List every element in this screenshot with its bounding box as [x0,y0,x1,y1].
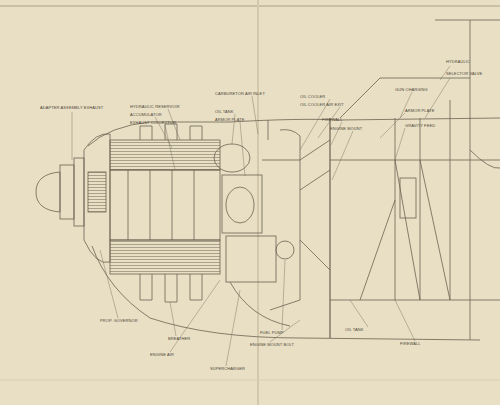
part-label: FIREWALL [400,342,421,347]
part-label: GUN CHARGING [395,88,428,93]
part-label: CARBURETOR AIR INLET [215,92,265,97]
part-label: BREATHER [168,337,190,342]
part-label: SELECTOR VALVE [446,72,482,77]
part-label: ENGINE MOUNT BOLT [250,343,294,348]
part-label: ARMOR PLATE [405,109,434,114]
part-label: ARMOR PLATE [215,118,244,123]
part-label: FUEL PUMP [260,331,284,336]
part-label: OIL TANK [215,110,234,115]
part-label: OIL COOLER AIR EXIT [300,103,344,108]
part-label: SUPERCHARGER [210,367,245,372]
part-label: ENGINE MOUNT [330,127,362,132]
part-label: EXHAUST COLLECTOR [130,121,176,126]
part-label: FIREWALL [322,118,343,123]
part-label: ENGINE AIR [150,353,174,358]
part-label: OIL TANK [345,328,364,333]
part-label: PROP. GOVERNOR [100,319,138,324]
part-label: GRAVITY FEED [405,124,435,129]
part-label: OIL COOLER [300,95,325,100]
part-label: ACCUMULATOR [130,113,162,118]
part-label: HYDRAULIC RESERVOIR [130,105,180,110]
part-label: ADAPTER ASSEMBLY EXHAUST [40,106,103,111]
part-label: HYDRAULIC [446,60,470,65]
